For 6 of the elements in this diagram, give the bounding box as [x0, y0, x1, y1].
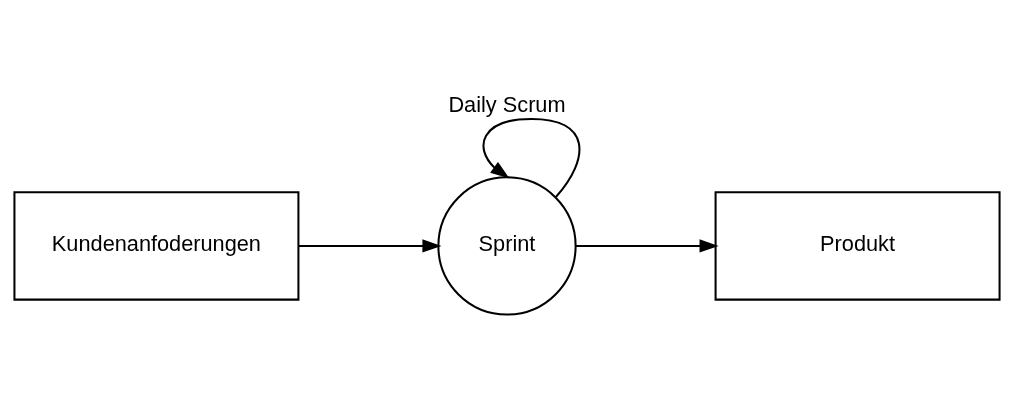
node-box: Kundenanfoderungen: [12, 191, 299, 301]
node-circle: Sprint: [436, 176, 577, 316]
edge-label: Daily Scrum: [447, 91, 566, 117]
node-box: Produkt: [714, 191, 1001, 301]
arrow: [298, 239, 441, 253]
arrow: [575, 239, 719, 253]
